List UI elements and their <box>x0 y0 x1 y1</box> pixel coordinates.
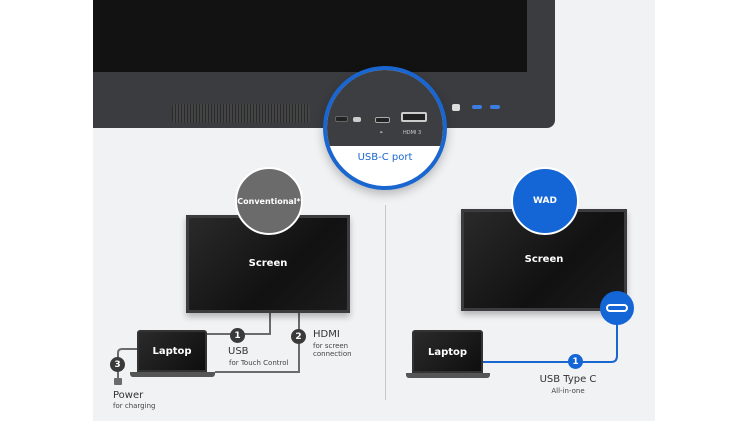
laptop-base <box>406 373 490 378</box>
conventional-laptop: Laptop <box>137 330 207 372</box>
conventional-badge: Conventional* <box>235 167 303 235</box>
usb-c-port <box>375 117 390 123</box>
usb-cable <box>207 313 271 335</box>
badge-usb: 1 <box>230 328 245 343</box>
hdmi-sub-2: connection <box>313 350 352 358</box>
power-cable <box>117 348 137 380</box>
laptop-label: Laptop <box>427 347 468 358</box>
badge-usb-c: 1 <box>568 354 583 369</box>
power-plug-icon <box>114 378 122 385</box>
hdmi-sub-1: for screen <box>313 342 349 350</box>
power-title: Power <box>113 390 144 401</box>
hdmi-port-label: HDMI 3 <box>403 130 422 136</box>
screen-label: Screen <box>248 258 288 269</box>
speaker-grill <box>172 104 310 123</box>
usb-c-magnifier: ⚭ HDMI 3 USB-C port <box>323 66 447 190</box>
usb-c-sub: All-in-one <box>551 387 585 395</box>
usb-c-title: USB Type C <box>539 374 597 385</box>
usb-c-cable <box>483 318 618 363</box>
wad-laptop: Laptop <box>412 330 483 373</box>
usb-sub: for Touch Control <box>229 359 289 367</box>
laptop-base <box>130 372 215 377</box>
divider <box>385 205 386 400</box>
badge-power: 3 <box>110 357 125 372</box>
laptop-label: Laptop <box>152 346 192 357</box>
power-sub: for charging <box>113 402 156 410</box>
usb-c-icon <box>600 291 634 325</box>
magnifier-label: USB-C port <box>357 152 413 163</box>
wad-badge: WAD <box>511 167 579 235</box>
hdmi-title: HDMI <box>313 329 340 340</box>
screen-label: Screen <box>524 254 564 265</box>
display-screen <box>93 0 527 72</box>
hdmi-port <box>401 112 427 122</box>
usb-title: USB <box>228 346 249 357</box>
rear-ports <box>440 104 510 118</box>
badge-hdmi: 2 <box>291 329 306 344</box>
